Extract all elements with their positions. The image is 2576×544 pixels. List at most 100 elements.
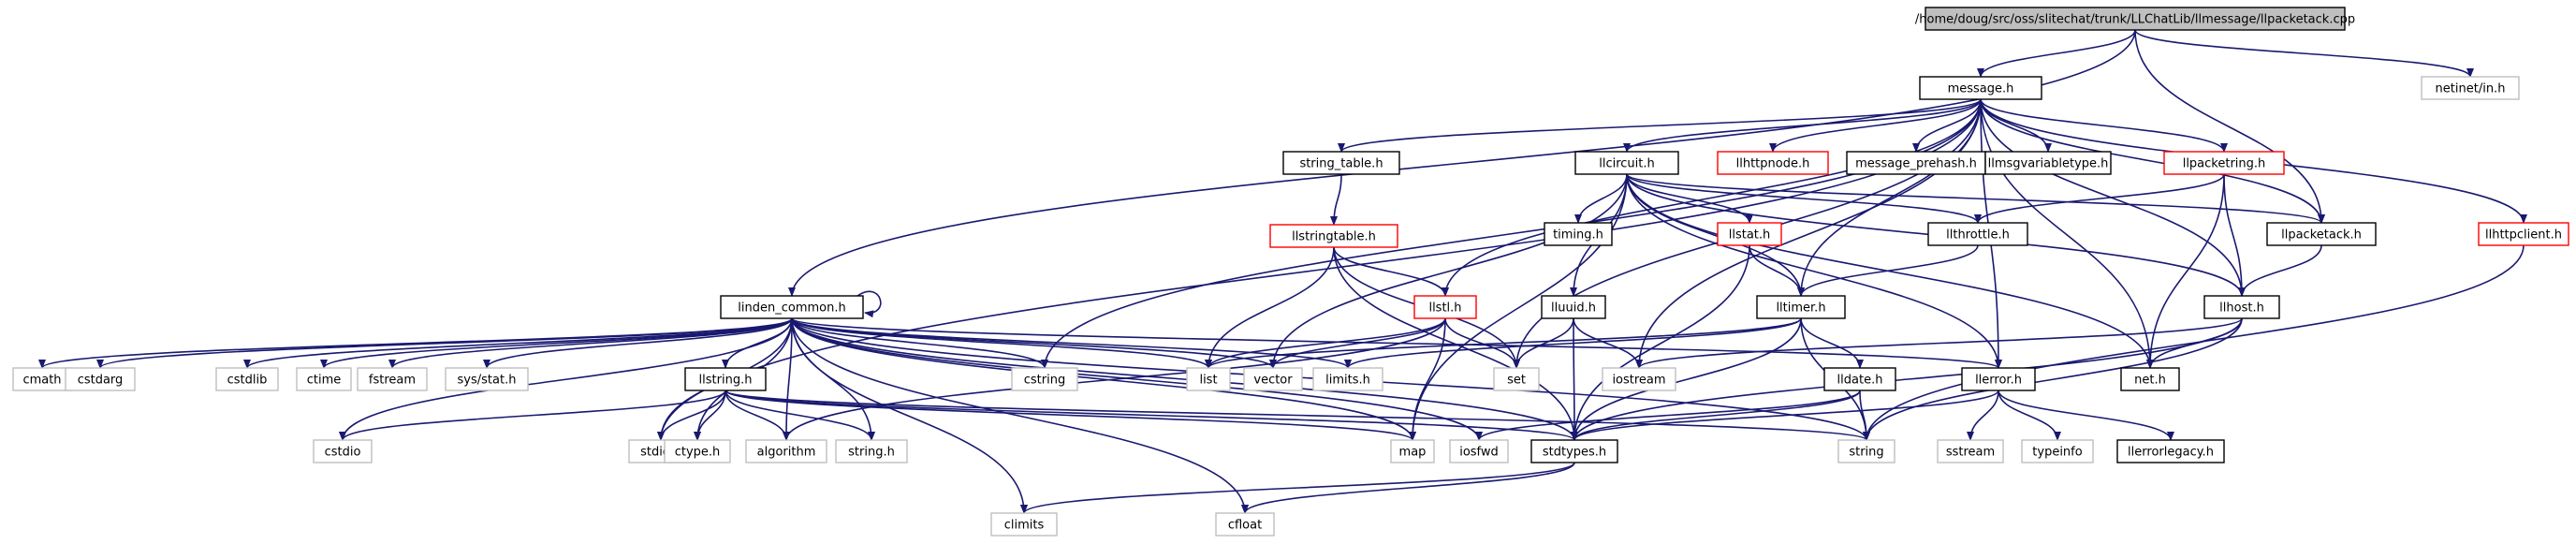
node-llstat-h[interactable]: llstat.h: [1717, 222, 1782, 246]
node-llstringtable-h[interactable]: llstringtable.h: [1269, 224, 1398, 248]
node-ctype-h[interactable]: ctype.h: [664, 439, 731, 463]
node-net-h[interactable]: net.h: [2120, 367, 2180, 391]
node-lltimer-h[interactable]: lltimer.h: [1756, 295, 1846, 319]
node-box-llpacketack-h: [2266, 222, 2377, 246]
node-box-lltimer-h: [1756, 295, 1846, 319]
node-box-string: [1837, 439, 1895, 463]
edge-llhost-h-to-iostream: [1635, 317, 2243, 369]
edge-llerror-h-to-typeinfo: [1998, 390, 2061, 441]
edge-llstring-h-to-ctype-h: [694, 390, 726, 441]
node-llpacketring-h[interactable]: llpacketring.h: [2163, 151, 2285, 175]
node-map[interactable]: map: [1390, 439, 1435, 463]
node-label-cfloat: cfloat: [1228, 519, 1262, 533]
node-box-llstringtable-h: [1269, 224, 1398, 248]
edge-message-h-to-llstl-h: [1442, 98, 1982, 297]
node-box-lldate-h: [1823, 367, 1896, 391]
node-llmsgvariabletype-h[interactable]: llmsgvariabletype.h: [1984, 151, 2112, 175]
edge-llcircuit-h-to-llpacketack-h: [1626, 173, 2325, 224]
node-cmath[interactable]: cmath: [12, 367, 72, 391]
edge-root-to-llpacketack-h: [2134, 29, 2325, 224]
node-string-h[interactable]: string.h: [835, 439, 908, 463]
node-iosfwd[interactable]: iosfwd: [1449, 439, 1509, 463]
node-lluuid-h[interactable]: lluuid.h: [1541, 295, 1606, 319]
node-label-lluuid-h: lluuid.h: [1551, 301, 1596, 316]
edge-llpacketring-h-to-llthrottle-h: [1974, 173, 2225, 224]
node-stdtypes-h[interactable]: stdtypes.h: [1530, 439, 1618, 463]
node-ctime[interactable]: ctime: [296, 367, 352, 391]
node-label-string: string: [1849, 446, 1883, 460]
node-limits-h[interactable]: limits.h: [1312, 367, 1383, 391]
node-box-climits: [990, 512, 1058, 537]
node-label-string-h: string.h: [848, 446, 895, 460]
node-typeinfo[interactable]: typeinfo: [2021, 439, 2094, 463]
node-label-cmath: cmath: [22, 374, 61, 388]
node-llstl-h[interactable]: llstl.h: [1413, 295, 1477, 319]
node-llthrottle-h[interactable]: llthrottle.h: [1927, 222, 2028, 246]
node-iostream[interactable]: iostream: [1602, 367, 1676, 391]
edge-llstring-h-to-cstdio: [339, 390, 726, 441]
node-box-map: [1390, 439, 1435, 463]
node-message-h[interactable]: message.h: [1919, 76, 2042, 100]
node-llhttpnode-h[interactable]: llhttpnode.h: [1717, 151, 1829, 175]
edge-llstring-h-to-stdio-h: [657, 390, 726, 441]
node-timing-h[interactable]: timing.h: [1544, 222, 1613, 246]
node-box-llthrottle-h: [1927, 222, 2028, 246]
node-label-fstream: fstream: [369, 374, 416, 388]
edge-message-h-to-llhttpnode-h: [1769, 98, 1982, 153]
node-llerrorlegacy-h[interactable]: llerrorlegacy.h: [2116, 439, 2225, 463]
node-climits[interactable]: climits: [990, 512, 1058, 537]
node-llcircuit-h[interactable]: llcircuit.h: [1574, 151, 1679, 175]
node-box-stdtypes-h: [1530, 439, 1618, 463]
edges-layer: [38, 29, 2527, 514]
edge-llstring-h-to-string-h: [724, 390, 875, 441]
node-box-cstdio: [313, 439, 373, 463]
node-cstdio[interactable]: cstdio: [313, 439, 373, 463]
node-netinet-in-h[interactable]: netinet/in.h: [2421, 76, 2520, 100]
edge-message-h-to-llpacketring-h: [1980, 98, 2228, 153]
node-label-root: /home/doug/src/oss/slitechat/trunk/LLCha…: [1915, 13, 2355, 27]
node-box-llhost-h: [2203, 295, 2280, 319]
node-llpacketack-h[interactable]: llpacketack.h: [2266, 222, 2377, 246]
node-llstring-h[interactable]: llstring.h: [684, 367, 767, 391]
edge-linden-common-h-to-cstdio: [339, 317, 793, 441]
node-llerror-h[interactable]: llerror.h: [1961, 367, 2036, 391]
edge-llerror-h-to-stdtypes-h: [1571, 390, 1999, 441]
node-label-llstring-h: llstring.h: [699, 374, 753, 388]
node-string[interactable]: string: [1837, 439, 1895, 463]
edge-llthrottle-h-to-lltimer-h: [1797, 244, 1979, 297]
node-box-llmsgvariabletype-h: [1984, 151, 2112, 175]
node-fstream[interactable]: fstream: [357, 367, 428, 391]
node-linden-common-h[interactable]: linden_common.h: [720, 295, 864, 319]
node-label-cstring: cstring: [1024, 374, 1065, 388]
node-label-llhttpclient-h: llhttpclient.h: [2485, 228, 2562, 243]
edge-linden-common-h-to-limits-h: [791, 317, 1352, 369]
node-algorithm[interactable]: algorithm: [745, 439, 827, 463]
node-vector[interactable]: vector: [1243, 367, 1303, 391]
node-string-table-h[interactable]: string_table.h: [1282, 151, 1400, 175]
node-set[interactable]: set: [1493, 367, 1540, 391]
node-label-limits-h: limits.h: [1325, 374, 1370, 388]
node-cstdlib[interactable]: cstdlib: [215, 367, 279, 391]
node-cfloat[interactable]: cfloat: [1215, 512, 1275, 537]
edge-llstringtable-h-to-list: [1205, 246, 1335, 369]
edge-llpacketring-h-to-net-h: [2146, 173, 2225, 369]
node-message-prehash-h[interactable]: message_prehash.h: [1846, 151, 1986, 175]
node-root[interactable]: /home/doug/src/oss/slitechat/trunk/LLCha…: [1915, 7, 2355, 31]
node-lldate-h[interactable]: lldate.h: [1823, 367, 1896, 391]
node-llhttpclient-h[interactable]: llhttpclient.h: [2478, 222, 2569, 246]
node-box-cmath: [12, 367, 72, 391]
edge-stdtypes-h-to-climits: [1020, 462, 1575, 514]
node-llhost-h[interactable]: llhost.h: [2203, 295, 2280, 319]
node-label-string-table-h: string_table.h: [1299, 157, 1383, 171]
node-cstdarg[interactable]: cstdarg: [65, 367, 136, 391]
node-cstring[interactable]: cstring: [1011, 367, 1078, 391]
node-box-cstdarg: [65, 367, 136, 391]
node-label-stdtypes-h: stdtypes.h: [1543, 446, 1606, 460]
edge-llstringtable-h-to-stdtypes-h: [1333, 246, 1578, 441]
node-label-llpacketring-h: llpacketring.h: [2183, 157, 2266, 171]
edge-llstringtable-h-to-llstl-h: [1333, 246, 1449, 297]
node-sstream[interactable]: sstream: [1937, 439, 2004, 463]
node-sys-stat-h[interactable]: sys/stat.h: [445, 367, 529, 391]
node-list[interactable]: list: [1186, 367, 1231, 391]
